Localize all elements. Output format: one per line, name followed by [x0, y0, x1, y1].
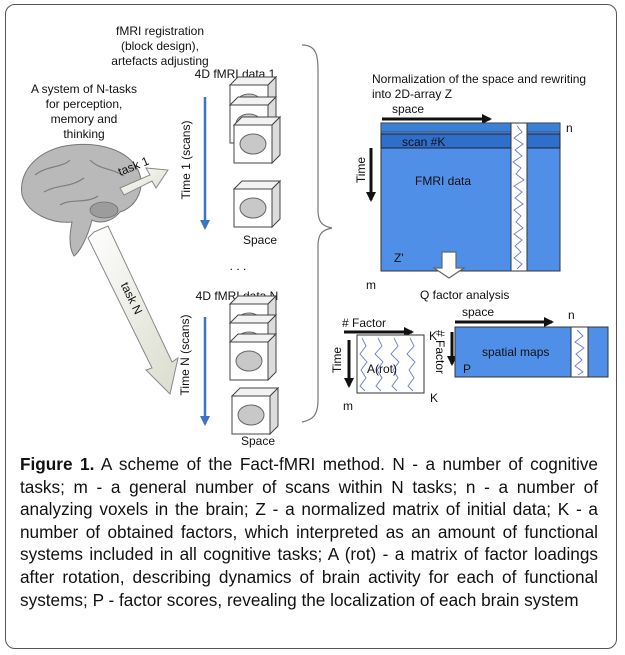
registration-line-1: fMRI registration: [116, 24, 204, 38]
volume-stack-n: [228, 294, 280, 436]
registration-line-3: artefacts adjusting: [111, 54, 208, 68]
system-line-1: A system of N-tasks: [31, 82, 137, 96]
task-n-arrow: [87, 225, 179, 395]
z-m-label: m: [366, 278, 376, 292]
a-rot-label: A(rot): [367, 362, 397, 376]
a-m-label: m: [343, 399, 353, 413]
normalization-line-2: into 2D-array Z: [372, 87, 452, 101]
system-line-4: thinking: [63, 127, 104, 141]
k-factor-label: # Factor: [433, 330, 447, 374]
p-n-label: n: [568, 308, 575, 322]
grouping-brace: [301, 44, 333, 423]
normalization-line-1: Normalization of the space and rewriting: [372, 72, 586, 86]
p-label: P: [463, 362, 471, 376]
scan-k-label: scan #K: [402, 135, 445, 149]
z-space-label: space: [392, 102, 424, 116]
p-matrix: [454, 326, 609, 378]
down-arrow: [432, 251, 466, 279]
volume-stack-1: [228, 75, 282, 229]
factor-label: # Factor: [342, 316, 386, 330]
fact-fmri-diagram: fMRI registration (block design), artefa…: [21, 24, 609, 448]
figure-caption: Figure 1. A scheme of the Fact-fMRI meth…: [20, 453, 598, 611]
dots: . . .: [230, 259, 247, 273]
space-1-label: Space: [243, 233, 277, 247]
z-matrix: [380, 122, 561, 272]
p-space-label: space: [462, 305, 494, 319]
a-rot-matrix: [356, 334, 425, 394]
time-n-label: Time N (scans): [178, 315, 192, 396]
z-time-label: Time: [354, 157, 368, 184]
caption-label: Figure 1.: [20, 454, 95, 474]
k-bottom-label: K: [430, 391, 438, 405]
space-n-label: Space: [241, 434, 275, 448]
k-top-label: K: [429, 329, 437, 343]
spatial-maps-label: spatial maps: [482, 345, 549, 359]
time-1-label: Time 1 (scans): [179, 121, 193, 200]
z-prime-label: Z': [394, 251, 404, 265]
z-n-label: n: [566, 121, 573, 135]
brain-icon: [21, 143, 142, 257]
system-line-2: for perception,: [46, 97, 123, 111]
q-factor-title: Q factor analysis: [420, 288, 509, 302]
system-line-3: memory and: [51, 112, 118, 126]
fmri-data-label: FMRI data: [415, 174, 471, 188]
registration-line-2: (block design),: [121, 39, 199, 53]
caption-text: A scheme of the Fact-fMRI method. N - a …: [20, 454, 598, 610]
task-1-arrow: [119, 167, 169, 196]
a-time-label: Time: [330, 347, 344, 374]
